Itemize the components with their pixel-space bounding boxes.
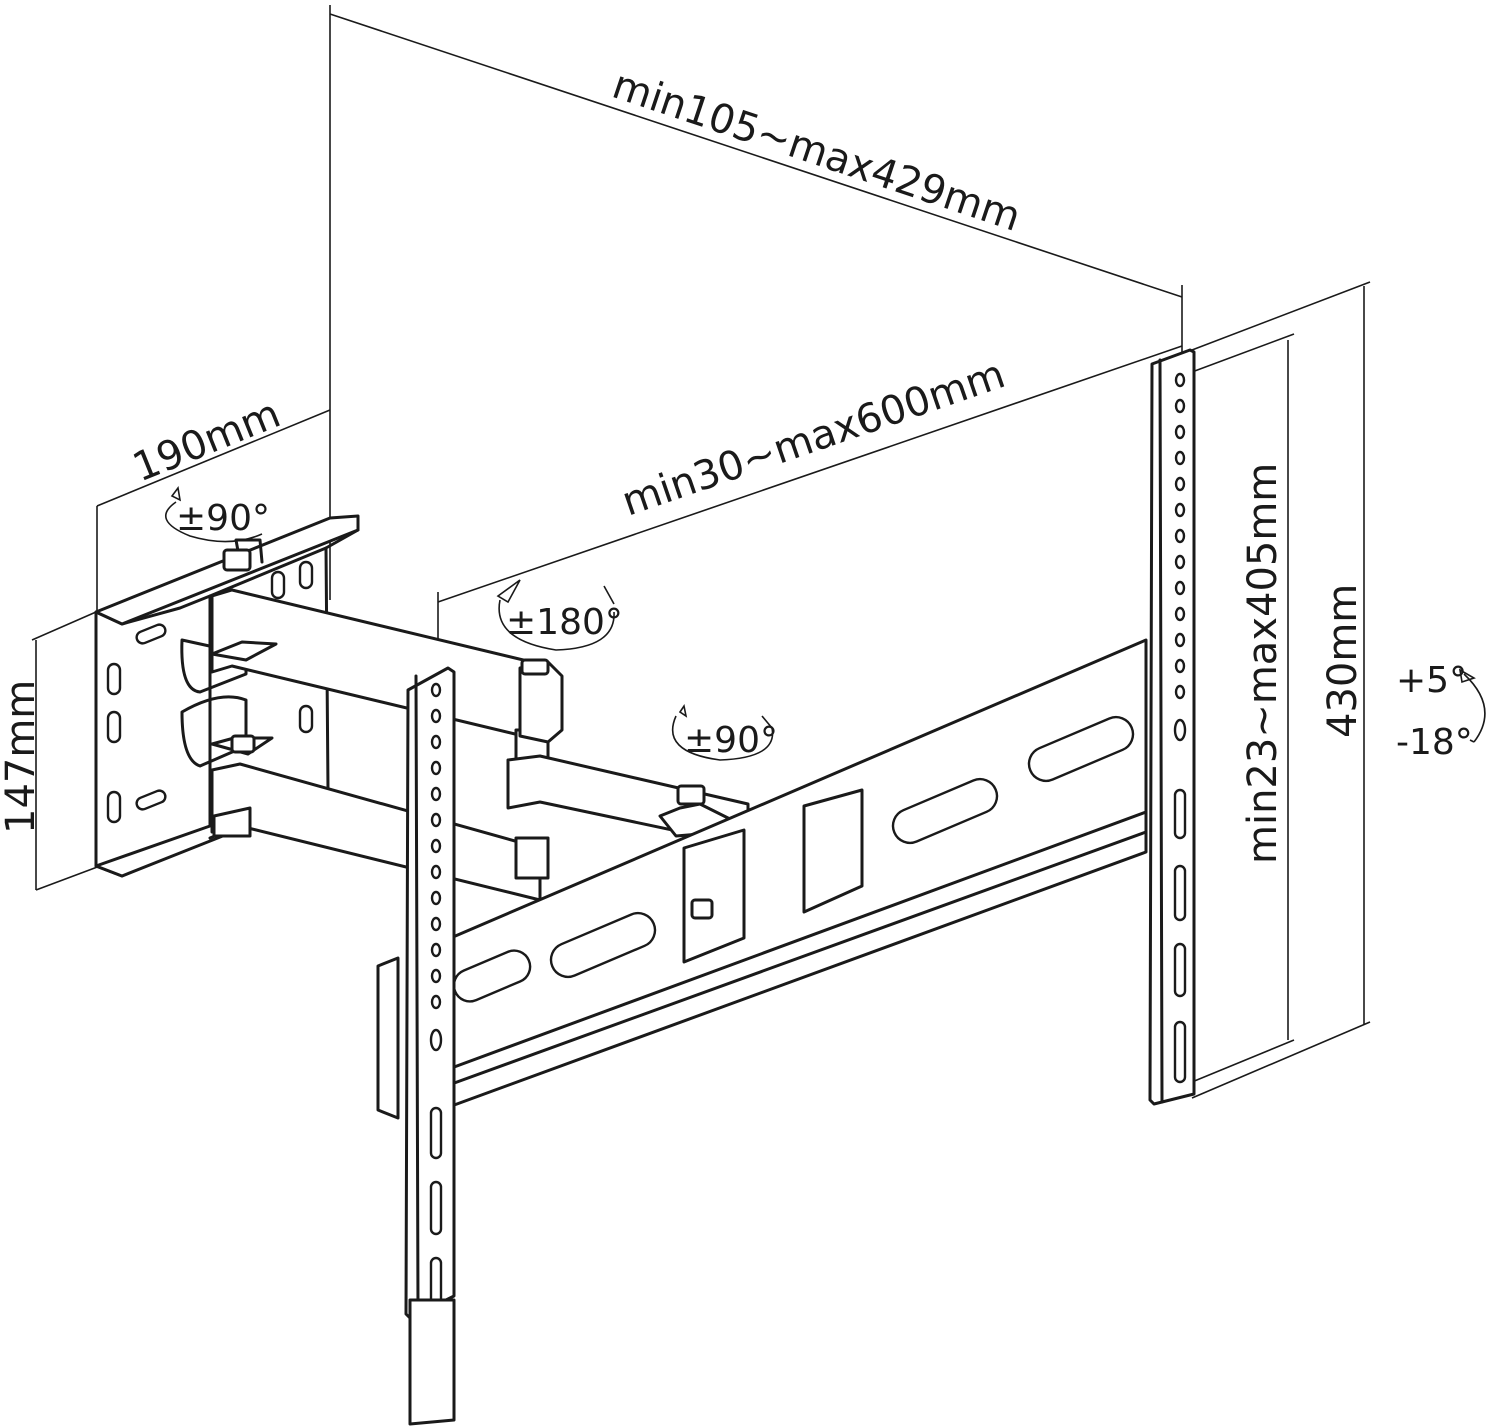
label-wall-swivel: ±90° (176, 498, 270, 539)
label-arm-swivel: ±180° (506, 602, 623, 643)
left-vertical-bracket (376, 666, 456, 1426)
dimension-lines (31, 5, 1371, 1099)
rotation-labels: ±90° ±180° ±90° +5° -18° (176, 498, 1473, 763)
right-bracket-holes (1173, 372, 1187, 1084)
label-tilt-down: -18° (1396, 722, 1473, 763)
label-wall-plate-height: 147mm (0, 680, 44, 834)
arm-assembly (210, 588, 750, 902)
label-bracket-height: 430mm (1320, 584, 1366, 738)
label-depth-extension: min105~max429mm (607, 62, 1026, 241)
left-bracket-holes (429, 682, 443, 1390)
wall-plate (94, 514, 360, 878)
label-wall-plate-width: 190mm (127, 391, 287, 491)
label-tilt-up: +5° (1396, 660, 1467, 701)
rotation-arrows (164, 486, 1486, 761)
label-arm-reach: min30~max600mm (616, 351, 1010, 525)
label-vesa-range: min23~max405mm (1240, 463, 1286, 864)
tv-horizontal-rail (444, 638, 1148, 1110)
label-head-swivel: ±90° (684, 720, 778, 761)
right-vertical-bracket (1148, 348, 1196, 1106)
